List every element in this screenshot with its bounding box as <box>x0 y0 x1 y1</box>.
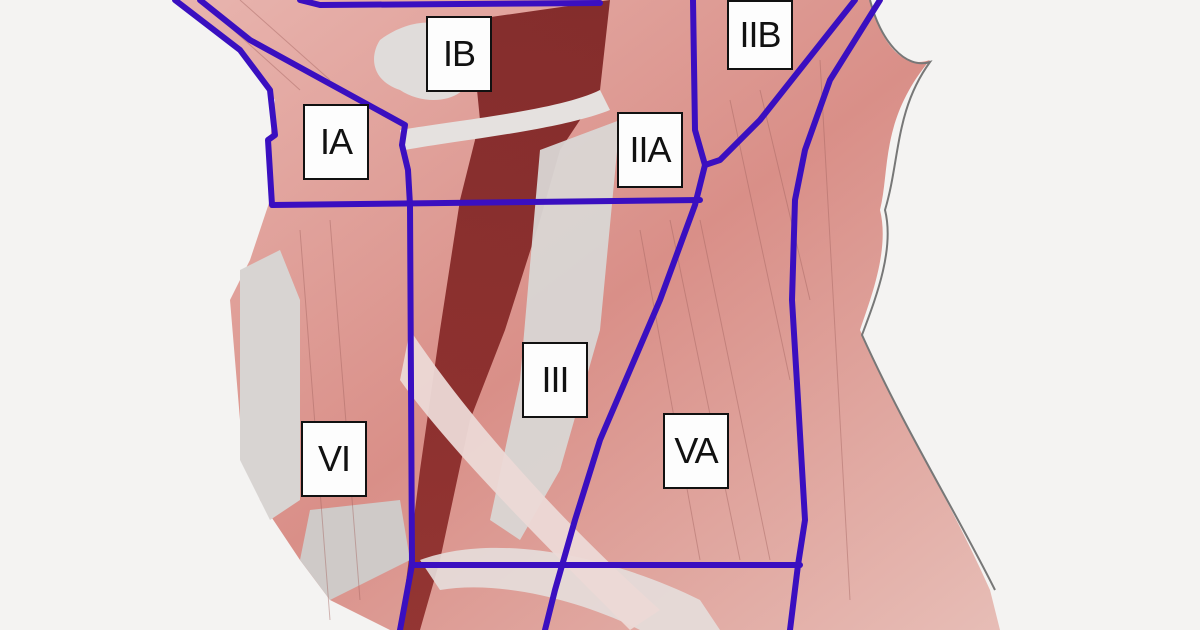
level-vi-label: VI <box>301 421 367 497</box>
level-iii-label: III <box>522 342 588 418</box>
level-ib-label: IB <box>426 16 492 92</box>
level-ia-label: IA <box>303 104 369 180</box>
level-iib-label: IIB <box>727 0 793 70</box>
level-iia-label: IIA <box>617 112 683 188</box>
level-boundaries <box>172 0 883 630</box>
level-va-label: VA <box>663 413 729 489</box>
